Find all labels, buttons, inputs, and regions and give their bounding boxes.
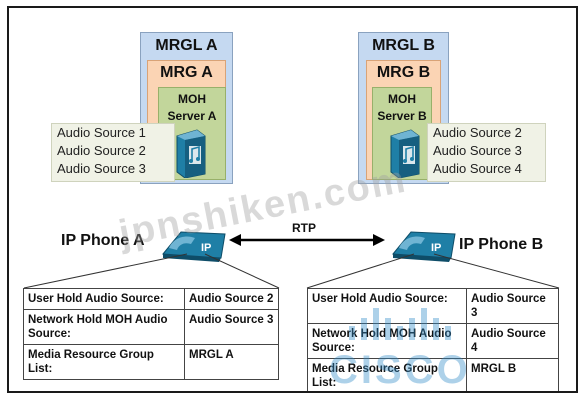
ip-phone-b-label: IP Phone B: [459, 236, 544, 253]
audio-source-b-item: Audio Source 4: [433, 161, 522, 176]
moh-server-a-line2: Server A: [167, 109, 217, 123]
table-cell-value: Audio Source 4: [466, 323, 559, 359]
ip-phone-b-icon: IP: [392, 231, 456, 262]
table-row: Media Resource Group List: MRGL B: [307, 358, 559, 391]
diagram-frame: MRGL A MRG A MOH Server A Audio Source 1…: [7, 6, 578, 393]
audio-sources-b-box: Audio Source 2 Audio Source 3 Audio Sour…: [427, 123, 546, 182]
ip-phone-a-label: IP Phone A: [61, 232, 145, 249]
audio-source-a-item: Audio Source 2: [57, 143, 146, 158]
phone-b-config-table: User Hold Audio Source: Audio Source 3 N…: [307, 288, 559, 391]
mrgl-b-label: MRGL B: [372, 37, 435, 54]
table-cell-value: MRGL B: [466, 358, 559, 391]
moh-server-b-label: MOH Server B: [373, 91, 431, 125]
audio-source-b-item: Audio Source 3: [433, 143, 522, 158]
table-row: Network Hold MOH Audio Source: Audio Sou…: [307, 323, 559, 359]
svg-text:IP: IP: [201, 242, 211, 254]
cisco-logo-text: CISCO: [329, 348, 471, 392]
music-server-a-icon: [176, 129, 206, 178]
mrgl-a-label: MRGL A: [155, 37, 218, 54]
table-cell-label: Network Hold MOH Audio Source:: [307, 323, 467, 359]
moh-server-a-label: MOH Server A: [159, 91, 225, 125]
music-server-b-icon: [390, 129, 420, 178]
audio-source-a-item: Audio Source 1: [57, 125, 146, 140]
callout-lines: [23, 253, 560, 289]
mrg-b-label: MRG B: [376, 64, 431, 81]
mrg-a-label: MRG A: [160, 64, 213, 81]
moh-server-a-line1: MOH: [178, 92, 206, 106]
table-cell-label: Media Resource Group List:: [23, 344, 185, 380]
rtp-arrow-icon: [229, 234, 385, 246]
table-row: User Hold Audio Source: Audio Source 2: [23, 288, 279, 310]
table-cell-label: User Hold Audio Source:: [307, 288, 467, 324]
table-cell-value: MRGL A: [184, 344, 279, 380]
audio-source-b-item: Audio Source 2: [433, 125, 522, 140]
table-cell-label: Media Resource Group List:: [307, 358, 467, 391]
svg-text:IP: IP: [431, 242, 441, 254]
table-row: Media Resource Group List: MRGL A: [23, 344, 279, 380]
audio-sources-a-box: Audio Source 1 Audio Source 2 Audio Sour…: [51, 123, 175, 182]
phone-a-config-table: User Hold Audio Source: Audio Source 2 N…: [23, 288, 279, 380]
audio-source-a-item: Audio Source 3: [57, 161, 146, 176]
rtp-label: RTP: [292, 221, 316, 235]
moh-server-b-line2: Server B: [377, 109, 427, 123]
moh-server-b-line1: MOH: [388, 92, 416, 106]
table-cell-value: Audio Source 3: [184, 309, 279, 345]
